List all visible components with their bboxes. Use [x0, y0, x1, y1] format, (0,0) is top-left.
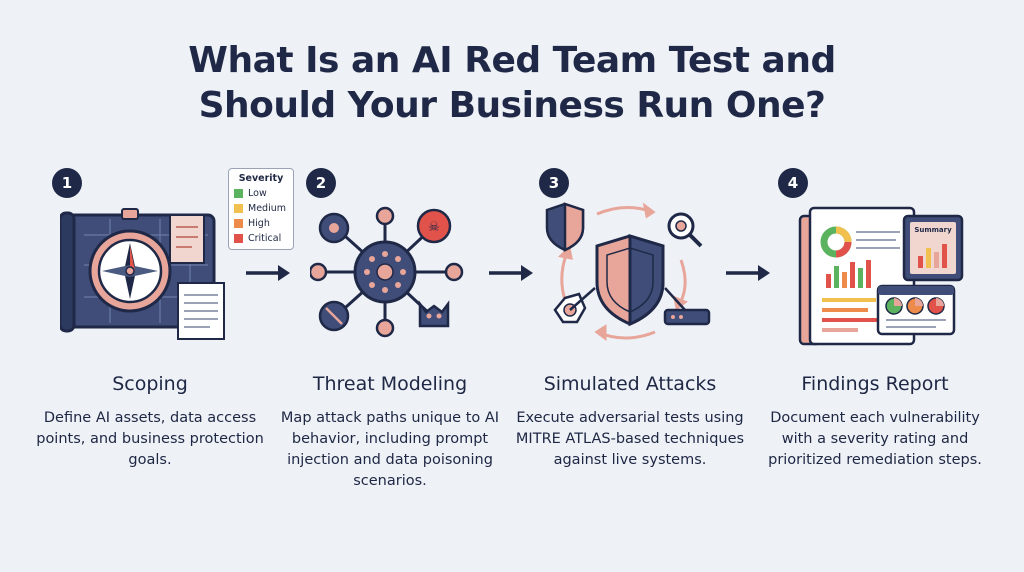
step-2-description: Map attack paths unique to AI behavior, …	[280, 410, 500, 489]
step-3-title: Simulated Attacks	[543, 373, 717, 395]
summary-label: Summary	[914, 226, 952, 234]
high-swatch	[234, 219, 243, 228]
step-1-title: Scoping	[112, 373, 188, 395]
step-3-badge: 3	[539, 168, 569, 198]
critical-swatch	[234, 234, 243, 243]
high-label: High	[248, 218, 270, 229]
blueprint-compass-icon	[60, 208, 225, 340]
step-4-badge: 4	[778, 168, 808, 198]
arrow-right-icon	[726, 265, 770, 281]
step-2-title: Threat Modeling	[312, 373, 468, 395]
arrow-right-icon	[246, 265, 290, 281]
severity-legend-item-medium: Medium	[234, 201, 288, 216]
step-4-description: Document each vulnerability with a sever…	[768, 410, 982, 468]
medium-swatch	[234, 204, 243, 213]
critical-label: Critical	[248, 233, 282, 244]
title-line-1: What Is an AI Red Team Test and	[188, 40, 836, 81]
severity-legend: Severity Low Medium High Critical	[228, 168, 294, 250]
report-dashboard-icon: Summary	[798, 206, 964, 346]
step-1-badge: 1	[52, 168, 82, 198]
step-4-title: Findings Report	[801, 373, 949, 395]
low-label: Low	[248, 188, 267, 199]
arrow-right-icon	[489, 265, 533, 281]
severity-legend-item-critical: Critical	[234, 231, 288, 246]
network-hub-icon: ☠	[310, 206, 464, 338]
shield-cycle-icon	[545, 202, 711, 341]
title-line-2: Should Your Business Run One?	[198, 85, 826, 126]
step-3-description: Execute adversarial tests using MITRE AT…	[515, 410, 745, 468]
page-title: What Is an AI Red Team Test and Should Y…	[0, 38, 1024, 128]
medium-label: Medium	[248, 203, 286, 214]
severity-legend-item-low: Low	[234, 186, 288, 201]
severity-legend-item-high: High	[234, 216, 288, 231]
svg-text:☠: ☠	[428, 220, 440, 235]
step-2-badge: 2	[306, 168, 336, 198]
severity-legend-title: Severity	[238, 173, 284, 184]
step-1-description: Define AI assets, data access points, an…	[36, 410, 264, 468]
low-swatch	[234, 189, 243, 198]
